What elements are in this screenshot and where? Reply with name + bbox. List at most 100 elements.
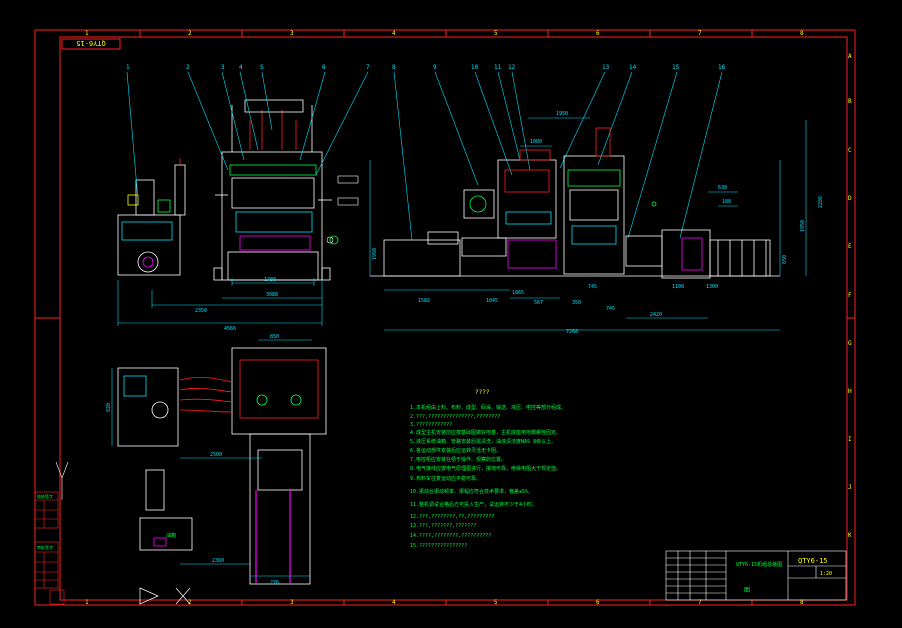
side-view [370, 127, 780, 279]
balloon-11: 11 [494, 64, 502, 71]
dim-label: 1080 [530, 139, 542, 145]
main-machine-plan [231, 347, 327, 435]
balloon-5: 5 [260, 64, 264, 71]
col-label: 4 [392, 30, 396, 37]
note-12: 12.???,????????,??,????????? [410, 514, 494, 520]
title-block-scale: 1:20 [820, 571, 832, 577]
bottom-column-labels: 1 2 3 4 5 6 7 8 [85, 599, 804, 606]
balloon-2: 2 [186, 64, 190, 71]
col-label: 3 [290, 30, 294, 37]
note-5: 5.液压系统油箱、管路安装后需清洗，油液清洁度NAS 8级以上。 [410, 438, 556, 445]
dim-label: 1865 [512, 290, 524, 296]
dim-label: 2350 [195, 308, 207, 314]
dim-label: 7268 [566, 329, 578, 335]
dim-label: 1950 [556, 111, 568, 117]
balloon-1: 1 [126, 64, 130, 71]
front-callout-boxes [326, 175, 359, 244]
row-label: H [848, 388, 852, 395]
balloon-9: 9 [433, 64, 437, 71]
technical-notes: ???? 1.本机组由上料、布料、成型、码垛、输送、液压、电控等部分组成。 2.… [410, 389, 566, 549]
balloon-labels: 1 2 3 4 5 6 7 8 9 10 11 12 13 14 15 16 [126, 64, 726, 71]
note-14: 14.????,????????,?????????? [410, 533, 491, 539]
row-label: G [848, 340, 852, 347]
balloon-13: 13 [602, 64, 610, 71]
plan-chains [255, 490, 291, 584]
note-10: 10.振动台振动频率、振幅应符合技术要求，偏差±5%。 [410, 488, 533, 495]
row-label: D [848, 195, 852, 202]
note-11: 11.整机调试合格后方可投入生产，试运转不少于4小时。 [410, 501, 537, 508]
stacker [661, 229, 711, 279]
dim-label: 350 [572, 300, 581, 306]
dim-label: 1300 [706, 284, 718, 290]
panel-a-label: 校核签字 [37, 493, 53, 499]
dim-label: 1780 [264, 277, 276, 283]
note-15: 15.???????????????? [410, 543, 467, 549]
balloon-10: 10 [471, 64, 479, 71]
tank-label: 油箱 [166, 532, 176, 539]
title-block [665, 550, 847, 601]
dim-label: 850 [270, 334, 279, 340]
right-row-labels: A B C D E F G H I J K [848, 53, 852, 539]
plan-dimension-labels: 820 850 2500 2360 276 [106, 334, 279, 586]
dim-label: 2420 [650, 312, 662, 318]
dim-label: 2360 [212, 558, 224, 564]
balloon-3: 3 [221, 64, 225, 71]
col-label: 6 [596, 30, 600, 37]
balloon-4: 4 [239, 64, 243, 71]
col-label: 1 [85, 30, 89, 37]
note-7: 7.电控柜应安装在便于操作、观察的位置。 [410, 456, 506, 463]
note-1: 1.本机组由上料、布料、成型、码垛、输送、液压、电控等部分组成。 [410, 404, 566, 411]
col-label: 6 [596, 599, 600, 606]
plan-view [117, 347, 327, 585]
col-label: 3 [290, 599, 294, 606]
note-13: 13.???,???????,??????? [410, 523, 476, 529]
front-view: 1780 3088 2350 4566 [117, 99, 359, 332]
note-2: 2.???,???????????????,???????? [410, 414, 500, 420]
top-column-labels: 1 2 3 4 5 6 7 8 [85, 30, 804, 37]
balloon-12: 12 [508, 64, 516, 71]
col-label: 8 [800, 599, 804, 606]
dim-label: 1045 [486, 298, 498, 304]
dim-label: 567 [534, 300, 543, 306]
plan-dimensions [111, 339, 312, 577]
dim-label: 3088 [266, 292, 278, 298]
front-dimension-labels: 1780 3088 2350 4566 [195, 277, 278, 332]
balloon-7: 7 [366, 64, 370, 71]
balloon-16: 16 [718, 64, 726, 71]
notes-heading: ???? [475, 389, 490, 396]
col-label: 7 [698, 599, 702, 606]
projection-symbol [139, 587, 191, 605]
dim-label: 745 [588, 284, 597, 290]
note-3: 3.???????????? [410, 422, 452, 428]
balloon-15: 15 [672, 64, 680, 71]
col-label: 5 [494, 30, 498, 37]
model-stamp: QTY6-15 [61, 38, 121, 50]
col-label: 7 [698, 30, 702, 37]
title-block-name: QTY6-15机组总装图 [736, 561, 782, 568]
mixer-frame [497, 159, 557, 239]
balloon-leaders [126, 71, 723, 241]
model-stamp-text: QTY6-15 [76, 39, 106, 47]
dim-label: 1950 [372, 248, 378, 260]
left-stamp-panels [34, 491, 65, 605]
title-block-label: 图 [744, 587, 750, 594]
row-label: A [848, 53, 852, 60]
col-label: 1 [85, 599, 89, 606]
main-machine-front [213, 99, 339, 281]
balloon-8: 8 [392, 64, 396, 71]
hydraulic-station [117, 158, 186, 276]
dim-label: 820 [106, 403, 112, 412]
conveyor-plan [249, 433, 311, 585]
col-label: 2 [188, 599, 192, 606]
balloon-14: 14 [629, 64, 637, 71]
row-label: E [848, 243, 852, 250]
feeder [463, 189, 495, 219]
title-block-model: QTY6-15 [798, 557, 828, 565]
drawing-frame [34, 29, 856, 606]
row-label: J [848, 484, 852, 491]
dim-label: 276 [270, 580, 279, 586]
dim-label: 745 [606, 306, 615, 312]
dim-label: 2286 [818, 196, 824, 208]
front-dimensions [117, 278, 323, 326]
